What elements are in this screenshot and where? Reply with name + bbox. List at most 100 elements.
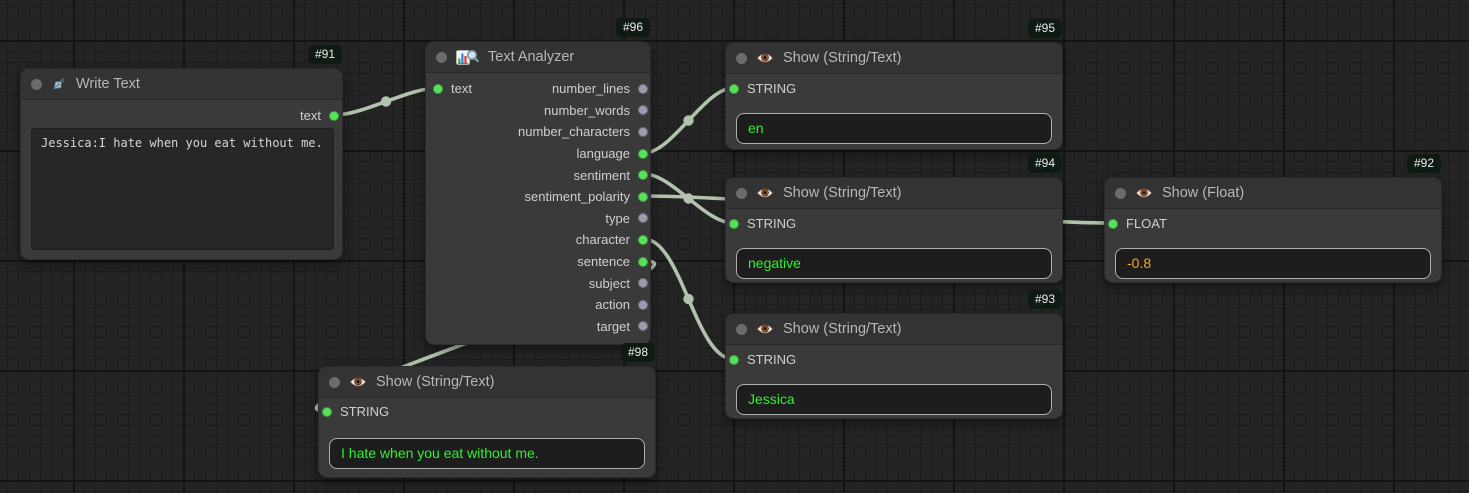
output-dot[interactable] bbox=[638, 256, 648, 267]
pen-icon bbox=[51, 76, 67, 92]
node-title-bar[interactable]: Show (Float) bbox=[1105, 178, 1441, 209]
output-dot[interactable] bbox=[638, 234, 648, 245]
node-title: Show (String/Text) bbox=[783, 185, 902, 201]
output-label: text bbox=[300, 108, 321, 124]
output-dot[interactable] bbox=[638, 191, 648, 202]
input-dot[interactable] bbox=[433, 83, 443, 94]
input-slot-string: STRING bbox=[729, 349, 796, 371]
input-label: STRING bbox=[340, 404, 390, 420]
output-label: number_characters bbox=[518, 124, 630, 140]
output-slot-target: target bbox=[426, 316, 650, 338]
input-dot[interactable] bbox=[322, 406, 332, 417]
input-label: STRING bbox=[747, 81, 797, 97]
node-title-bar[interactable]: Show (String/Text) bbox=[319, 367, 655, 398]
output-dot[interactable] bbox=[638, 83, 648, 94]
output-label: number_lines bbox=[551, 81, 630, 97]
value-display[interactable]: I hate when you eat without me. bbox=[329, 438, 645, 469]
value-display[interactable]: en bbox=[736, 113, 1052, 144]
input-dot[interactable] bbox=[729, 218, 739, 229]
node-id-badge: #92 bbox=[1406, 154, 1441, 173]
output-slot-number-characters: number_characters bbox=[426, 121, 650, 143]
output-dot[interactable] bbox=[638, 299, 648, 310]
value-display[interactable]: negative bbox=[736, 248, 1052, 279]
input-dot[interactable] bbox=[729, 83, 739, 94]
output-dot[interactable] bbox=[638, 105, 648, 116]
node-show-float: #92 Show (Float) FLOAT -0.8 bbox=[1104, 154, 1442, 283]
node-title-bar[interactable]: Write Text bbox=[21, 69, 342, 100]
input-slot-string: STRING bbox=[322, 401, 389, 423]
output-dot[interactable] bbox=[329, 110, 339, 121]
text-input-area[interactable]: Jessica:I hate when you eat without me. bbox=[31, 128, 334, 250]
input-slot-string: STRING bbox=[729, 213, 796, 235]
eye-icon bbox=[756, 322, 774, 336]
value-display[interactable]: -0.8 bbox=[1115, 248, 1431, 279]
output-dot[interactable] bbox=[638, 126, 648, 137]
value-display[interactable]: Jessica bbox=[736, 384, 1052, 415]
collapse-dot[interactable] bbox=[736, 52, 747, 64]
output-slot-type: type bbox=[426, 208, 650, 230]
collapse-dot[interactable] bbox=[31, 78, 42, 90]
node-id-badge: #95 bbox=[1027, 19, 1062, 38]
node-title-bar[interactable]: Show (String/Text) bbox=[726, 178, 1062, 209]
output-label: subject bbox=[588, 275, 630, 291]
eye-icon bbox=[1135, 186, 1153, 200]
node-id-badge: #98 bbox=[620, 343, 655, 362]
collapse-dot[interactable] bbox=[1115, 187, 1126, 199]
collapse-dot[interactable] bbox=[736, 323, 747, 335]
output-dot[interactable] bbox=[638, 148, 648, 159]
node-title: Show (String/Text) bbox=[376, 374, 495, 390]
input-slot-text: text bbox=[433, 78, 472, 100]
node-title-bar[interactable]: Text Analyzer bbox=[426, 42, 650, 73]
link-midpoint-dot[interactable] bbox=[683, 293, 694, 305]
output-dot[interactable] bbox=[638, 170, 648, 181]
node-title-bar[interactable]: Show (String/Text) bbox=[726, 314, 1062, 345]
output-dot[interactable] bbox=[638, 213, 648, 224]
collapse-dot[interactable] bbox=[329, 376, 340, 388]
input-label: FLOAT bbox=[1126, 216, 1167, 232]
output-label: target bbox=[596, 318, 630, 334]
node-id-badge: #93 bbox=[1027, 290, 1062, 309]
node-write-text: #91 Write Text text Jessica:I hate when … bbox=[20, 45, 343, 260]
node-id-badge: #91 bbox=[307, 45, 342, 64]
output-slot-sentiment: sentiment bbox=[426, 164, 650, 186]
input-dot[interactable] bbox=[729, 354, 739, 365]
input-slot-float: FLOAT bbox=[1108, 213, 1167, 235]
link-midpoint-dot[interactable] bbox=[683, 115, 694, 126]
input-label: STRING bbox=[747, 352, 797, 368]
output-label: language bbox=[576, 146, 631, 162]
output-dot[interactable] bbox=[638, 321, 648, 332]
node-title-bar[interactable]: Show (String/Text) bbox=[726, 43, 1062, 74]
input-slot-string: STRING bbox=[729, 78, 796, 100]
output-label: sentiment bbox=[573, 167, 630, 183]
link-midpoint-dot[interactable] bbox=[380, 96, 392, 107]
collapse-dot[interactable] bbox=[436, 51, 447, 63]
node-title: Show (String/Text) bbox=[783, 321, 902, 337]
output-label: sentiment_polarity bbox=[524, 189, 631, 205]
output-slot-language: language bbox=[426, 143, 650, 165]
output-slot-sentence: sentence bbox=[426, 251, 650, 273]
output-label: number_words bbox=[544, 102, 630, 118]
node-show-language: #95 Show (String/Text) STRING en bbox=[725, 19, 1063, 150]
node-title: Text Analyzer bbox=[488, 49, 575, 65]
eye-icon bbox=[349, 375, 367, 389]
output-dot[interactable] bbox=[638, 278, 648, 289]
input-dot[interactable] bbox=[1108, 218, 1118, 229]
node-show-sentence: #98 Show (String/Text) STRING I hate whe… bbox=[318, 343, 656, 478]
node-show-character: #93 Show (String/Text) STRING Jessica bbox=[725, 290, 1063, 419]
eye-icon bbox=[756, 186, 774, 200]
node-title: Write Text bbox=[76, 76, 140, 92]
output-slot-text: text bbox=[21, 105, 342, 127]
input-label: text bbox=[451, 81, 472, 97]
node-id-badge: #96 bbox=[615, 18, 650, 37]
output-slot-list: number_lines number_words number_charact… bbox=[426, 78, 650, 337]
node-show-sentiment: #94 Show (String/Text) STRING negative bbox=[725, 154, 1063, 283]
output-slot-action: action bbox=[426, 294, 650, 316]
node-id-badge: #94 bbox=[1027, 154, 1062, 173]
input-label: STRING bbox=[747, 216, 797, 232]
node-title: Show (Float) bbox=[1162, 185, 1245, 201]
output-slot-character: character bbox=[426, 229, 650, 251]
output-slot-sentiment-polarity: sentiment_polarity bbox=[426, 186, 650, 208]
collapse-dot[interactable] bbox=[736, 187, 747, 199]
output-slot-subject: subject bbox=[426, 272, 650, 294]
